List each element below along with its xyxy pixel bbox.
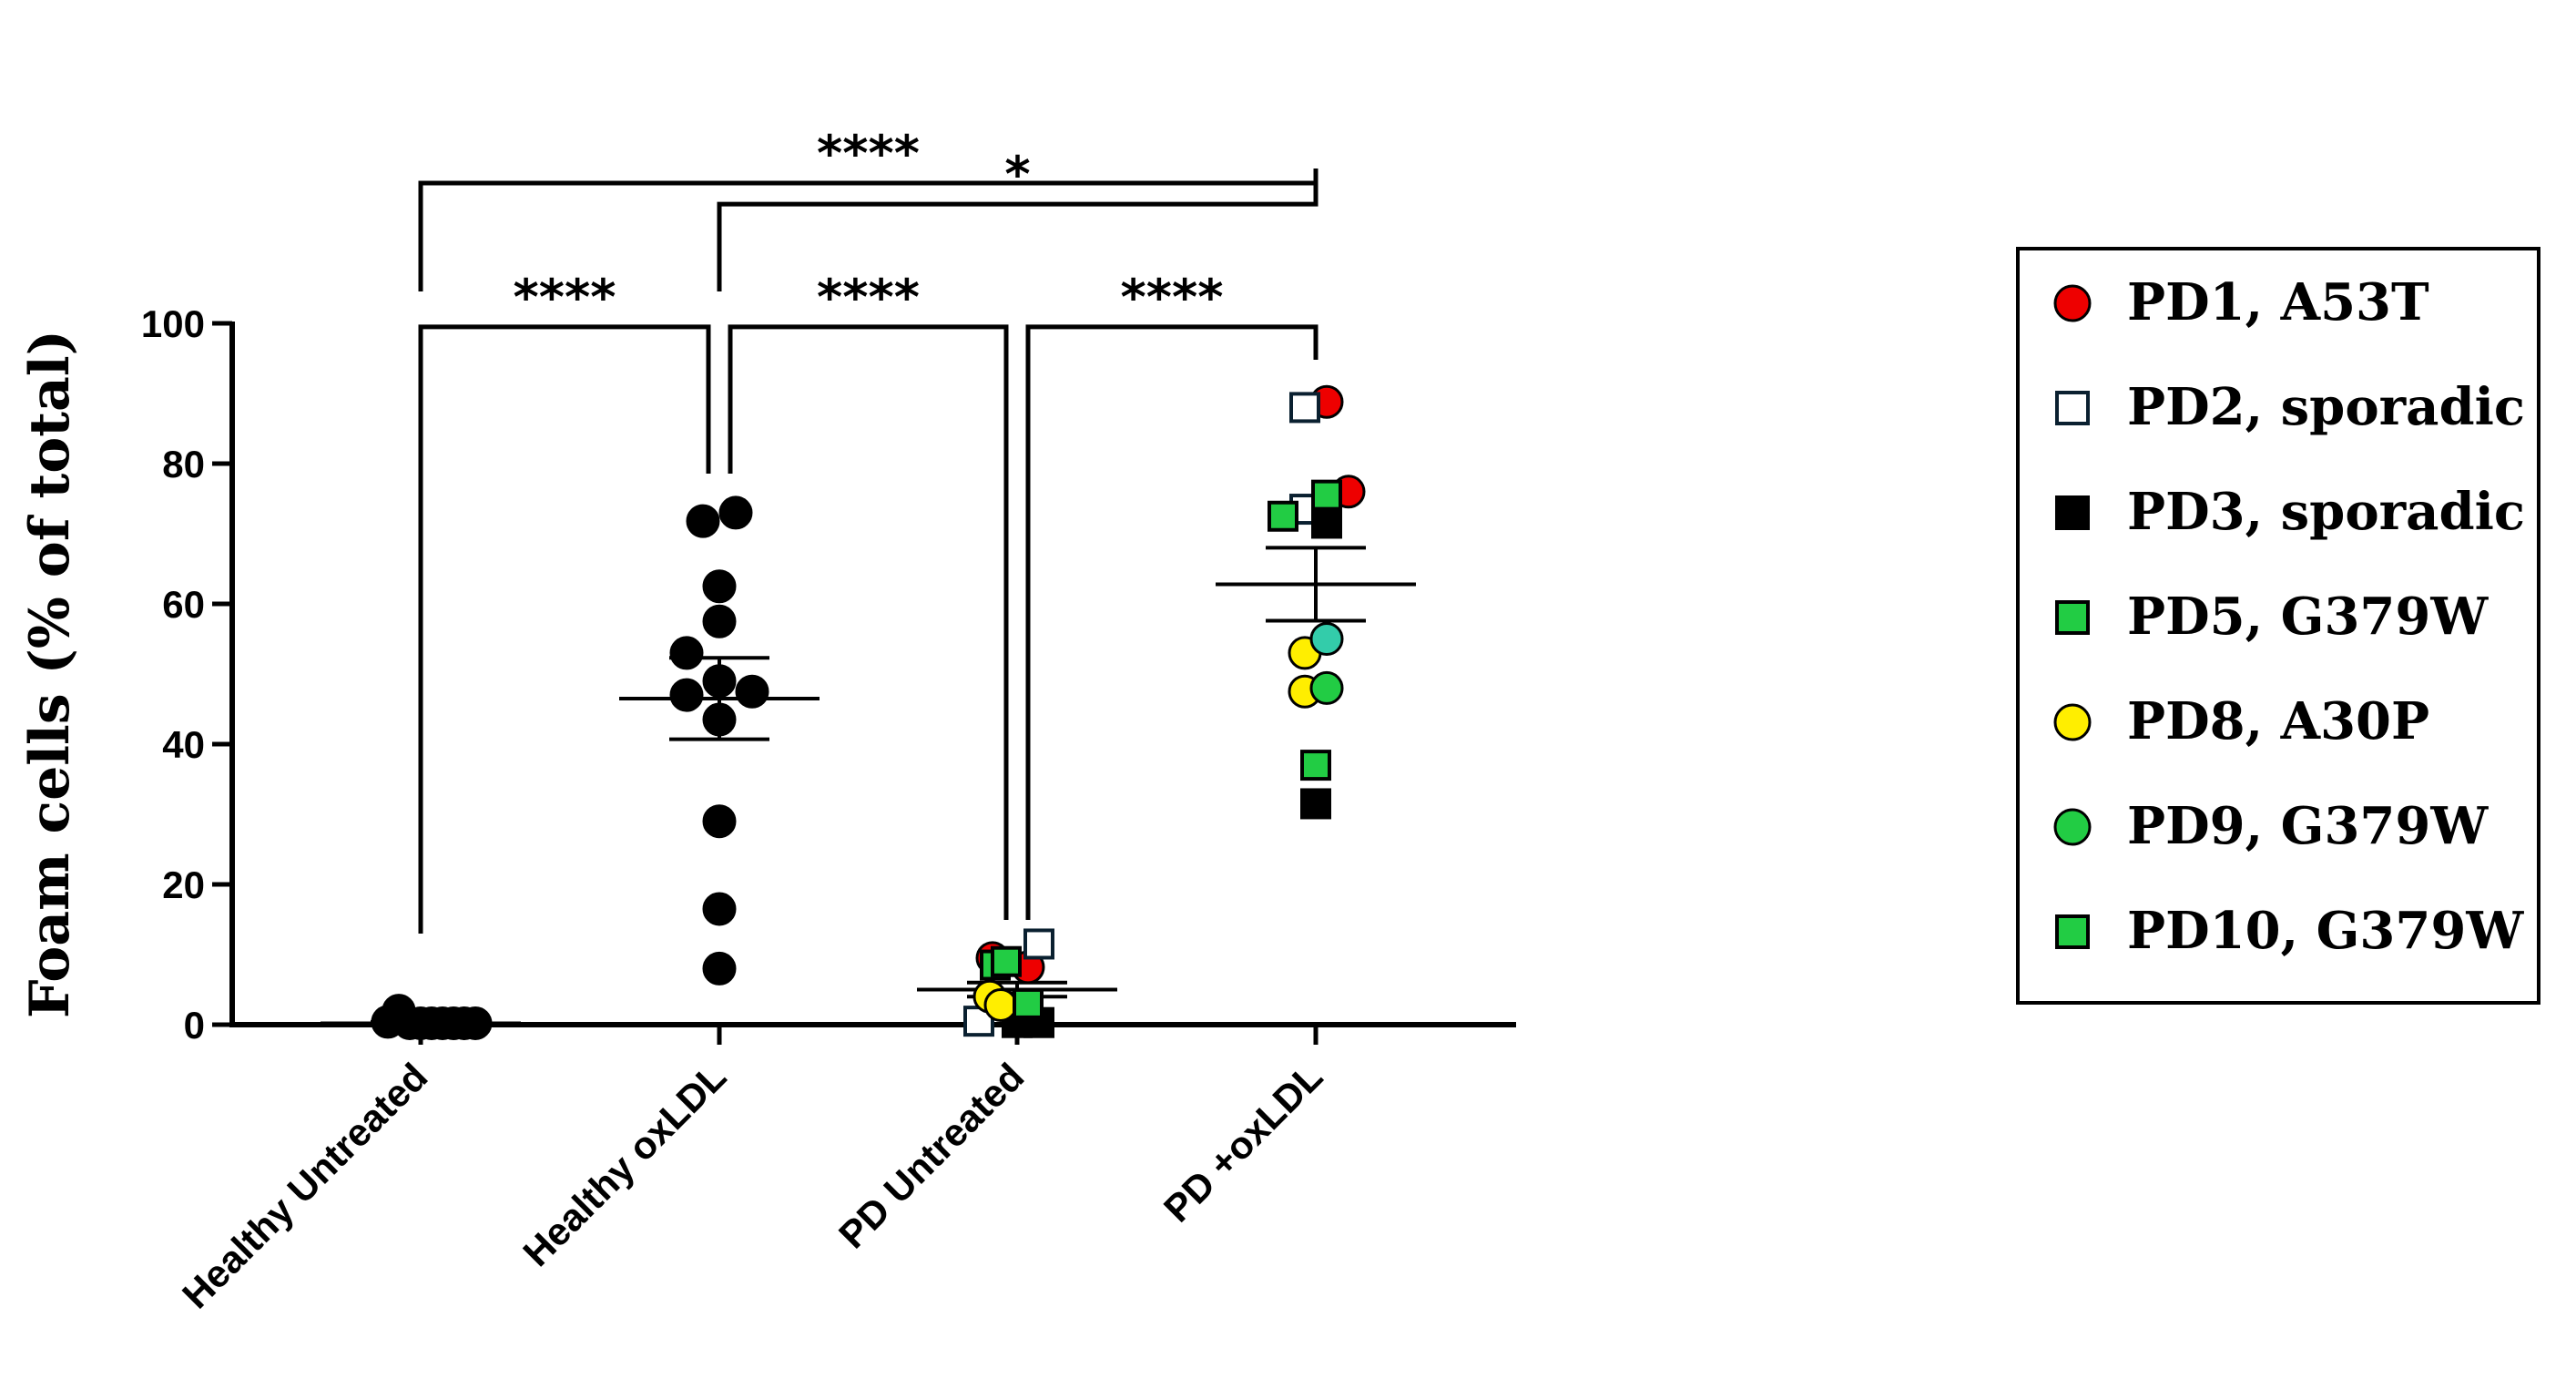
legend-square-marker (2055, 600, 2090, 635)
legend-marker-shape (2053, 284, 2092, 322)
significance-label: **** (1121, 269, 1224, 326)
data-point-healthy (686, 504, 720, 538)
x-tick-label: Healthy Untreated (174, 1055, 435, 1316)
data-point-healthy (702, 702, 737, 737)
data-point-healthy (702, 569, 737, 604)
data-point-healthy (702, 951, 737, 986)
significance-bracket (1025, 324, 1319, 920)
significance-bracket (717, 173, 1319, 291)
significance-label: **** (514, 269, 616, 326)
data-point-healthy (702, 604, 737, 638)
legend-item: PD9, G379W (2020, 791, 2537, 863)
legend-marker-shape (2053, 703, 2092, 741)
data-point-pd (1311, 479, 1342, 511)
data-point-pd (1311, 507, 1342, 539)
legend-marker-shape (2053, 808, 2092, 846)
y-axis-label: Foam cells (% of total) (18, 330, 82, 1018)
data-point-pd (1309, 622, 1344, 656)
legend-circle-marker (2053, 703, 2092, 741)
legend-marker-shape (2055, 391, 2090, 425)
significance-bracket (728, 324, 1009, 920)
legend-item: PD3, sporadic (2020, 476, 2537, 549)
legend-label: PD8, A30P (2127, 691, 2430, 751)
significance-label: **** (817, 269, 920, 326)
data-point-pd (1300, 788, 1331, 820)
legend-label: PD10, G379W (2127, 901, 2524, 961)
legend-square-marker (2055, 391, 2090, 425)
y-tick-label: 80 (162, 443, 205, 485)
data-point-healthy (669, 636, 704, 670)
data-point-pd (1300, 750, 1331, 781)
data-point-pd (1268, 500, 1298, 532)
legend-item: PD1, A53T (2020, 267, 2537, 340)
data-point-healthy (669, 678, 704, 712)
data-point-healthy (702, 804, 737, 839)
significance-label: **** (817, 125, 920, 182)
y-tick-label: 20 (162, 863, 205, 906)
data-point-pd (1289, 392, 1320, 424)
legend-label: PD3, sporadic (2127, 482, 2525, 542)
legend-square-marker (2055, 495, 2090, 530)
data-point-pd (983, 987, 1018, 1022)
significance-label: * (1004, 146, 1030, 203)
significance-bracket (418, 324, 711, 934)
legend-item: PD5, G379W (2020, 581, 2537, 654)
data-points (371, 384, 1366, 1040)
data-point-healthy (458, 1006, 493, 1040)
y-tick-label: 40 (162, 723, 205, 766)
y-tick-label: 100 (141, 302, 205, 345)
data-point-pd (1013, 987, 1044, 1019)
legend-circle-marker (2053, 808, 2092, 846)
x-tick-label: Healthy oxLDL (514, 1055, 734, 1274)
legend-marker-shape (2055, 600, 2090, 635)
legend-label: PD1, A53T (2127, 272, 2429, 332)
x-tick-label: PD +oxLDL (1156, 1055, 1330, 1230)
data-point-pd (991, 945, 1022, 977)
data-point-healthy (718, 495, 753, 530)
legend-label: PD2, sporadic (2127, 377, 2525, 437)
data-point-pd (1309, 670, 1344, 705)
legend-label: PD9, G379W (2127, 796, 2489, 856)
legend-marker-shape (2055, 914, 2090, 949)
data-point-healthy (702, 664, 737, 699)
legend-circle-marker (2053, 284, 2092, 322)
data-point-healthy (735, 674, 769, 709)
legend-item: PD8, A30P (2020, 686, 2537, 759)
legend-marker-shape (2055, 495, 2090, 530)
x-tick-label: PD Untreated (830, 1055, 1032, 1256)
data-point-pd (1023, 928, 1054, 960)
legend-item: PD10, G379W (2020, 895, 2537, 968)
y-tick-label: 60 (162, 583, 205, 626)
group-statistics (321, 546, 1416, 1026)
significance-brackets: ***************** (418, 125, 1319, 934)
legend-label: PD5, G379W (2127, 587, 2489, 647)
legend-item: PD2, sporadic (2020, 372, 2537, 444)
data-point-healthy (702, 892, 737, 926)
legend-square-marker (2055, 914, 2090, 949)
y-tick-label: 0 (184, 1004, 205, 1047)
